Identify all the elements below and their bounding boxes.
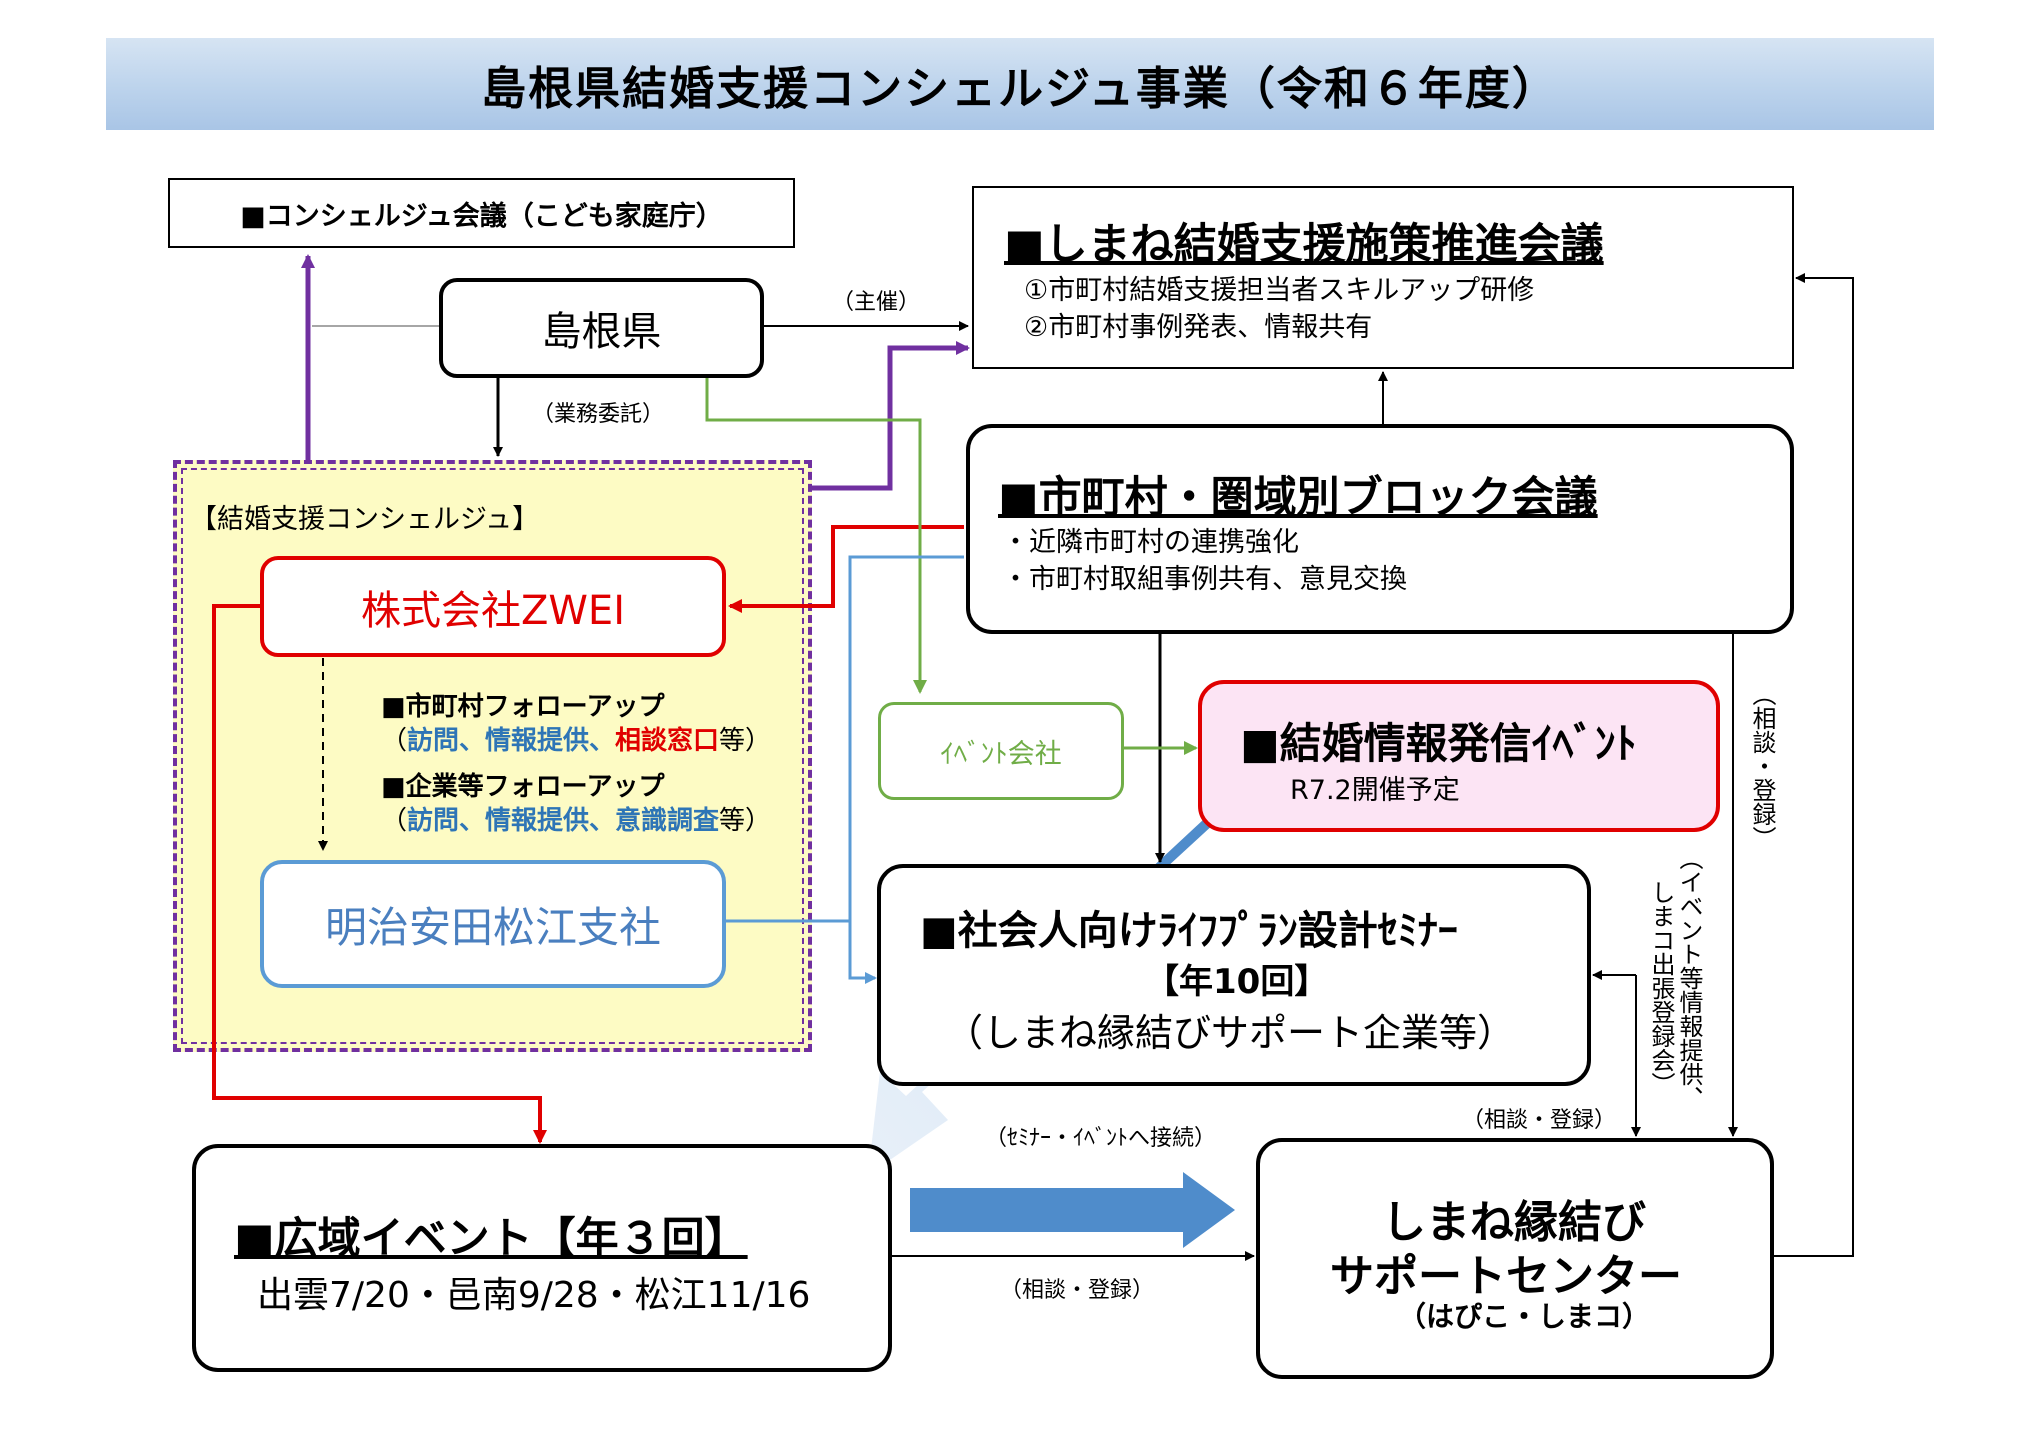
followup-muni-visit: 訪問、情報提供、: [407, 726, 616, 756]
label-event-info-vertical-2: しまコ出張登録会）: [1647, 880, 1675, 1096]
followup-muni-open: （: [381, 726, 408, 756]
support-center-box: [1256, 1138, 1774, 1379]
meiji-label: 明治安田松江支社: [324, 902, 661, 952]
support-center-line2: サポートセンター: [1330, 1251, 1682, 1302]
promotion-meeting-item-1: ①市町村結婚支援担当者スキルアップ研修: [1024, 275, 1535, 306]
seminar-count: 【年10回】: [1145, 962, 1329, 1002]
concierge-group-label: 【結婚支援コンシェルジュ】: [190, 504, 540, 535]
info-event-heading: ■結婚情報発信ｲﾍﾞﾝﾄ: [1240, 719, 1637, 768]
seminar-heading: ■社会人向けﾗｲﾌﾌﾟﾗﾝ設計ｾﾐﾅｰ: [920, 908, 1458, 954]
support-center-line1: しまね縁結び: [1382, 1197, 1646, 1248]
meiji-box: 明治安田松江支社: [260, 860, 726, 988]
followup-muni-title: ■市町村フォローアップ: [381, 692, 665, 722]
followup-corp-open: （: [381, 806, 408, 836]
zwei-label: 株式会社ZWEI: [360, 587, 626, 634]
block-meeting-box: [966, 424, 1794, 634]
label-consult-register-bottom: （相談・登録）: [1000, 1278, 1155, 1303]
event-company-label: ｲﾍﾞﾝﾄ会社: [940, 738, 1062, 770]
followup-corp-title: ■企業等フォローアップ: [381, 772, 665, 802]
followup-muni-consult: 相談窓口: [615, 726, 720, 756]
event-company-box: ｲﾍﾞﾝﾄ会社: [878, 702, 1124, 800]
label-gyomu: （業務委託）: [532, 402, 665, 427]
block-meeting-heading: ■市町村・圏域別ブロック会議: [998, 473, 1598, 523]
concierge-meeting-box: ■コンシェルジュ会議（こども家庭庁）: [168, 178, 795, 248]
info-event-box: [1198, 680, 1720, 832]
page-title: 島根県結婚支援コンシェルジュ事業（令和６年度）: [481, 61, 1559, 115]
followup-corp-detail: （訪問、情報提供、意識調査等）: [381, 800, 771, 837]
seminar-box: [877, 864, 1591, 1086]
zwei-box: 株式会社ZWEI: [260, 556, 726, 657]
seminar-note: （しまね縁結びサポート企業等）: [945, 1011, 1516, 1055]
promotion-meeting-heading: ■しまね結婚支援施策推進会議: [1004, 220, 1604, 270]
followup-corp-visit: 訪問、情報提供、意識調査: [407, 806, 720, 836]
followup-muni-detail: （訪問、情報提供、相談窓口等）: [381, 720, 771, 757]
label-consult-register-vertical: （相談・登録）: [1748, 682, 1776, 850]
promotion-meeting-item-2: ②市町村事例発表、情報共有: [1024, 312, 1373, 343]
label-event-info-vertical-1: （イベント等情報提供、: [1675, 846, 1703, 1110]
support-center-line3: （はぴこ・しまコ）: [1398, 1300, 1651, 1333]
followup-muni-close: 等）: [719, 726, 772, 756]
followup-corp-close: 等）: [719, 806, 772, 836]
regional-event-box: [192, 1144, 892, 1372]
regional-event-heading: ■広域イベント【年３回】: [234, 1214, 748, 1264]
block-meeting-item-1: ・近隣市町村の連携強化: [1002, 527, 1299, 558]
block-meeting-item-2: ・市町村取組事例共有、意見交換: [1002, 564, 1407, 595]
shimane-pref-box: 島根県: [439, 278, 764, 378]
info-event-note: R7.2開催予定: [1290, 775, 1460, 806]
label-seminar-connect: （ｾﾐﾅｰ・ｲﾍﾞﾝﾄへ接続）: [985, 1126, 1217, 1151]
shimane-pref-label: 島根県: [541, 309, 662, 355]
label-shusai: （主催）: [832, 290, 921, 315]
concierge-meeting-label: ■コンシェルジュ会議（こども家庭庁）: [240, 200, 723, 232]
regional-event-dates: 出雲7/20・邑南9/28・松江11/16: [257, 1275, 811, 1316]
label-consult-register-mid: （相談・登録）: [1462, 1108, 1617, 1133]
title-banner: 島根県結婚支援コンシェルジュ事業（令和６年度）: [106, 38, 1934, 130]
promotion-meeting-box: [972, 186, 1794, 369]
